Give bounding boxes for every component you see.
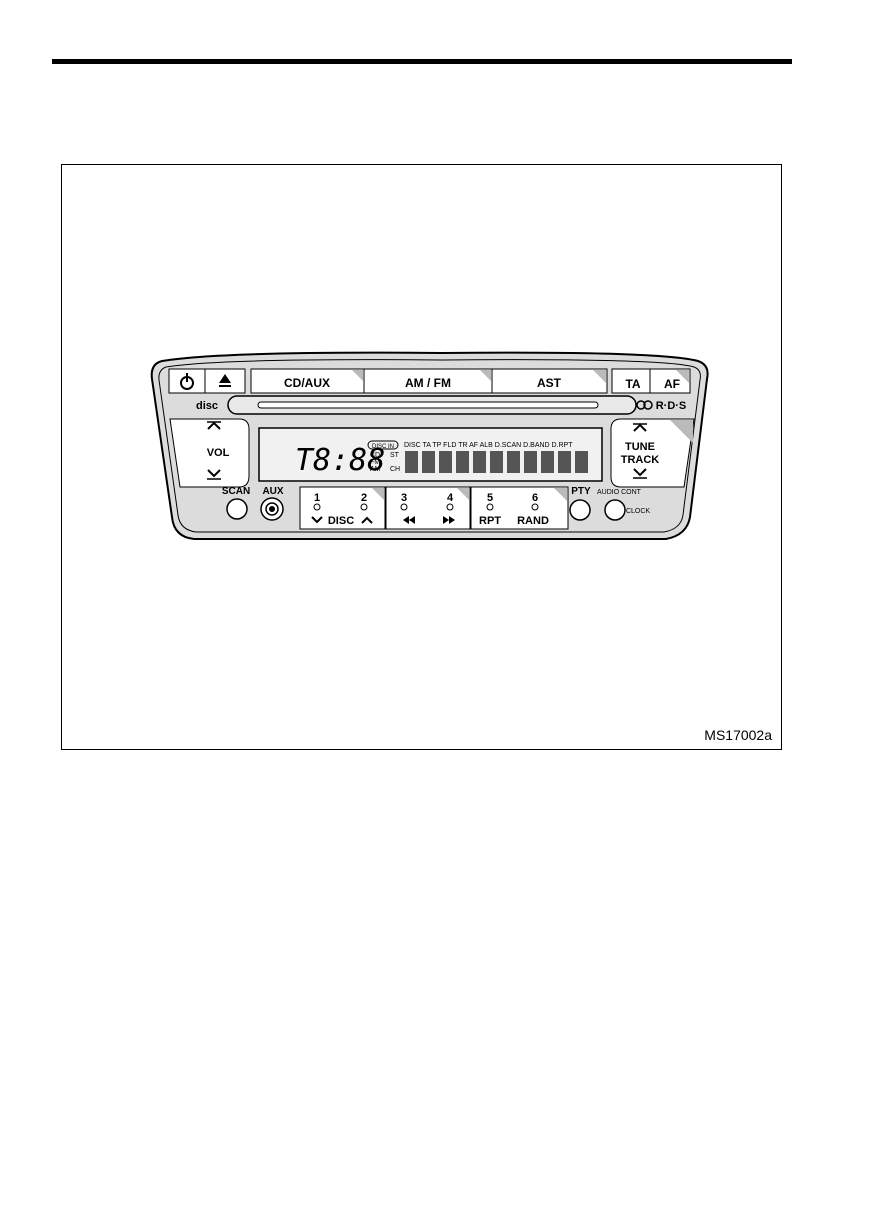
af-button[interactable]: AF	[650, 369, 690, 393]
svg-text:AM / FM: AM / FM	[405, 376, 451, 390]
clock-label: CLOCK	[626, 508, 650, 515]
svg-text:DISC IN: DISC IN	[372, 444, 394, 450]
svg-text:AST: AST	[537, 376, 562, 390]
disc-logo: disc	[196, 400, 218, 412]
am-fm-button[interactable]: AM / FM	[364, 369, 492, 393]
tune-track-rocker[interactable]: TUNE TRACK	[611, 419, 694, 487]
svg-text:TRACK: TRACK	[621, 454, 660, 466]
svg-text:5: 5	[487, 492, 493, 504]
audio-cont-label: AUDIO CONT	[597, 489, 642, 496]
pty-label: PTY	[571, 486, 591, 497]
radio-illustration: CD/AUX AM / FM AST TA AF disc	[62, 165, 783, 751]
ast-button[interactable]: AST	[492, 369, 607, 393]
display-segments	[405, 451, 588, 473]
scan-button[interactable]	[227, 499, 247, 519]
svg-text:VOL: VOL	[207, 447, 230, 459]
svg-text:3: 3	[401, 492, 407, 504]
svg-text:TA: TA	[625, 377, 640, 391]
svg-text:DISC: DISC	[328, 515, 354, 527]
preset-3-4-button[interactable]: 3 4	[386, 487, 470, 529]
preset-5-6-button[interactable]: 5 6 RPT RAND	[471, 487, 568, 529]
svg-text:CD/AUX: CD/AUX	[284, 376, 330, 390]
aux-label: AUX	[262, 486, 283, 497]
top-rule	[52, 59, 792, 64]
display-indicators: DISC TA TP FLD TR AF ALB D.SCAN D.BAND D…	[404, 442, 573, 449]
cd-slot-opening	[258, 402, 598, 408]
mode-fm: FM	[370, 459, 380, 466]
svg-text:1: 1	[314, 492, 320, 504]
svg-text:2: 2	[361, 492, 367, 504]
svg-text:6: 6	[532, 492, 538, 504]
svg-text:AF: AF	[664, 377, 680, 391]
mode-am: AM	[370, 466, 381, 473]
vol-rocker[interactable]: VOL	[170, 419, 249, 487]
figure-code: MS17002a	[704, 727, 772, 743]
svg-text:RPT: RPT	[479, 515, 501, 527]
cd-aux-button[interactable]: CD/AUX	[251, 369, 364, 393]
mode-st: ST	[390, 452, 400, 459]
svg-text:R·D·S: R·D·S	[656, 400, 687, 412]
pty-button[interactable]	[570, 500, 590, 520]
aux-jack[interactable]	[261, 498, 283, 520]
audio-cont-button[interactable]	[605, 500, 625, 520]
mode-ch: CH	[390, 466, 400, 473]
svg-text:TUNE: TUNE	[625, 441, 655, 453]
preset-1-2-disc-button[interactable]: 1 2 DISC	[300, 487, 385, 529]
figure-frame: CD/AUX AM / FM AST TA AF disc	[61, 164, 782, 750]
svg-text:RAND: RAND	[517, 515, 549, 527]
svg-text:4: 4	[447, 492, 454, 504]
mode-cd: CD	[370, 452, 380, 459]
scan-label: SCAN	[222, 486, 250, 497]
ta-button[interactable]: TA	[612, 369, 650, 393]
